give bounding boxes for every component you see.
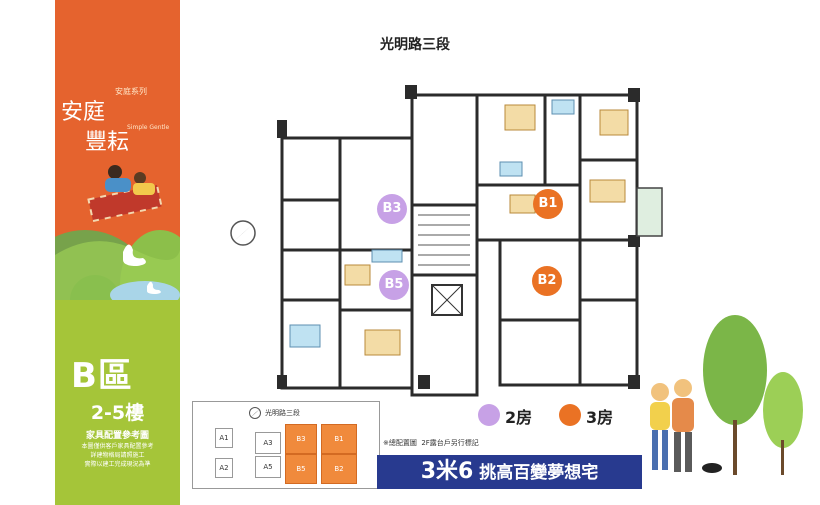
- brand-title-line1: 安庭: [61, 100, 106, 125]
- slogan-banner: 3米6 挑高百變夢想宅: [377, 455, 642, 489]
- keymap-road-label: 光明路三段: [265, 409, 300, 417]
- keymap-cell-b1: B1: [321, 424, 357, 454]
- road-label: 光明路三段: [380, 37, 450, 53]
- legend-dot-3room: [559, 404, 581, 426]
- brand-series: 安庭系列: [115, 87, 147, 96]
- north-arrow-icon: [249, 407, 261, 419]
- keymap-note-text: 2F露台戶另行標記: [421, 439, 479, 447]
- keymap-note: ※總配置圖 2F露台戶另行標記: [383, 438, 479, 448]
- brand-subtitle: Simple Gentle: [127, 124, 170, 131]
- disclaimer: 本圖僅供客戶家具配置參考 詳建物格局請照施工 實際以建工完成現況為準: [55, 442, 180, 469]
- legend-label-3room: 3房: [586, 408, 614, 427]
- brand-title-line2: 豐耘: [85, 130, 130, 155]
- keymap-cell-a1: A1: [215, 428, 233, 448]
- left-banner: 安庭系列 安庭 豐耘 Simple Gentle: [55, 0, 180, 505]
- compass-icon: [230, 220, 256, 246]
- keymap-cell-a2: A2: [215, 458, 233, 478]
- legend-label-2room: 2房: [505, 408, 533, 427]
- site-keymap: 光明路三段 A1 A3 B3 B1 A2 A5 B5 B2: [192, 401, 380, 489]
- slogan-text: 挑高百變夢想宅: [479, 463, 599, 483]
- zone-title: B區: [71, 356, 133, 396]
- unit-badge-b1: B1: [533, 189, 563, 219]
- keymap-cell-b5: B5: [285, 454, 317, 484]
- slogan-height: 3米6: [420, 459, 474, 484]
- legend-dot-2room: [478, 404, 500, 426]
- keymap-cell-b3: B3: [285, 424, 317, 454]
- keymap-cell-b2: B2: [321, 454, 357, 484]
- disclaimer-line: 詳建物格局請照施工: [90, 452, 145, 459]
- disclaimer-line: 本圖僅供客戶家具配置參考: [81, 443, 154, 450]
- unit-badge-b2: B2: [532, 266, 562, 296]
- disclaimer-line: 實際以建工完成現況為準: [84, 461, 151, 468]
- keymap-cell-a3: A3: [255, 432, 281, 454]
- brand-title: 安庭 豐耘: [61, 98, 129, 158]
- zone-floors: 2-5樓: [90, 402, 145, 424]
- unit-badge-b3: B3: [377, 194, 407, 224]
- furniture-label: 家具配置參考圖: [85, 431, 149, 441]
- zone-block: [55, 300, 180, 505]
- keymap-note-label: ※總配置圖: [383, 439, 417, 447]
- keymap-cell-a5: A5: [255, 456, 281, 478]
- unit-badge-b5: B5: [379, 270, 409, 300]
